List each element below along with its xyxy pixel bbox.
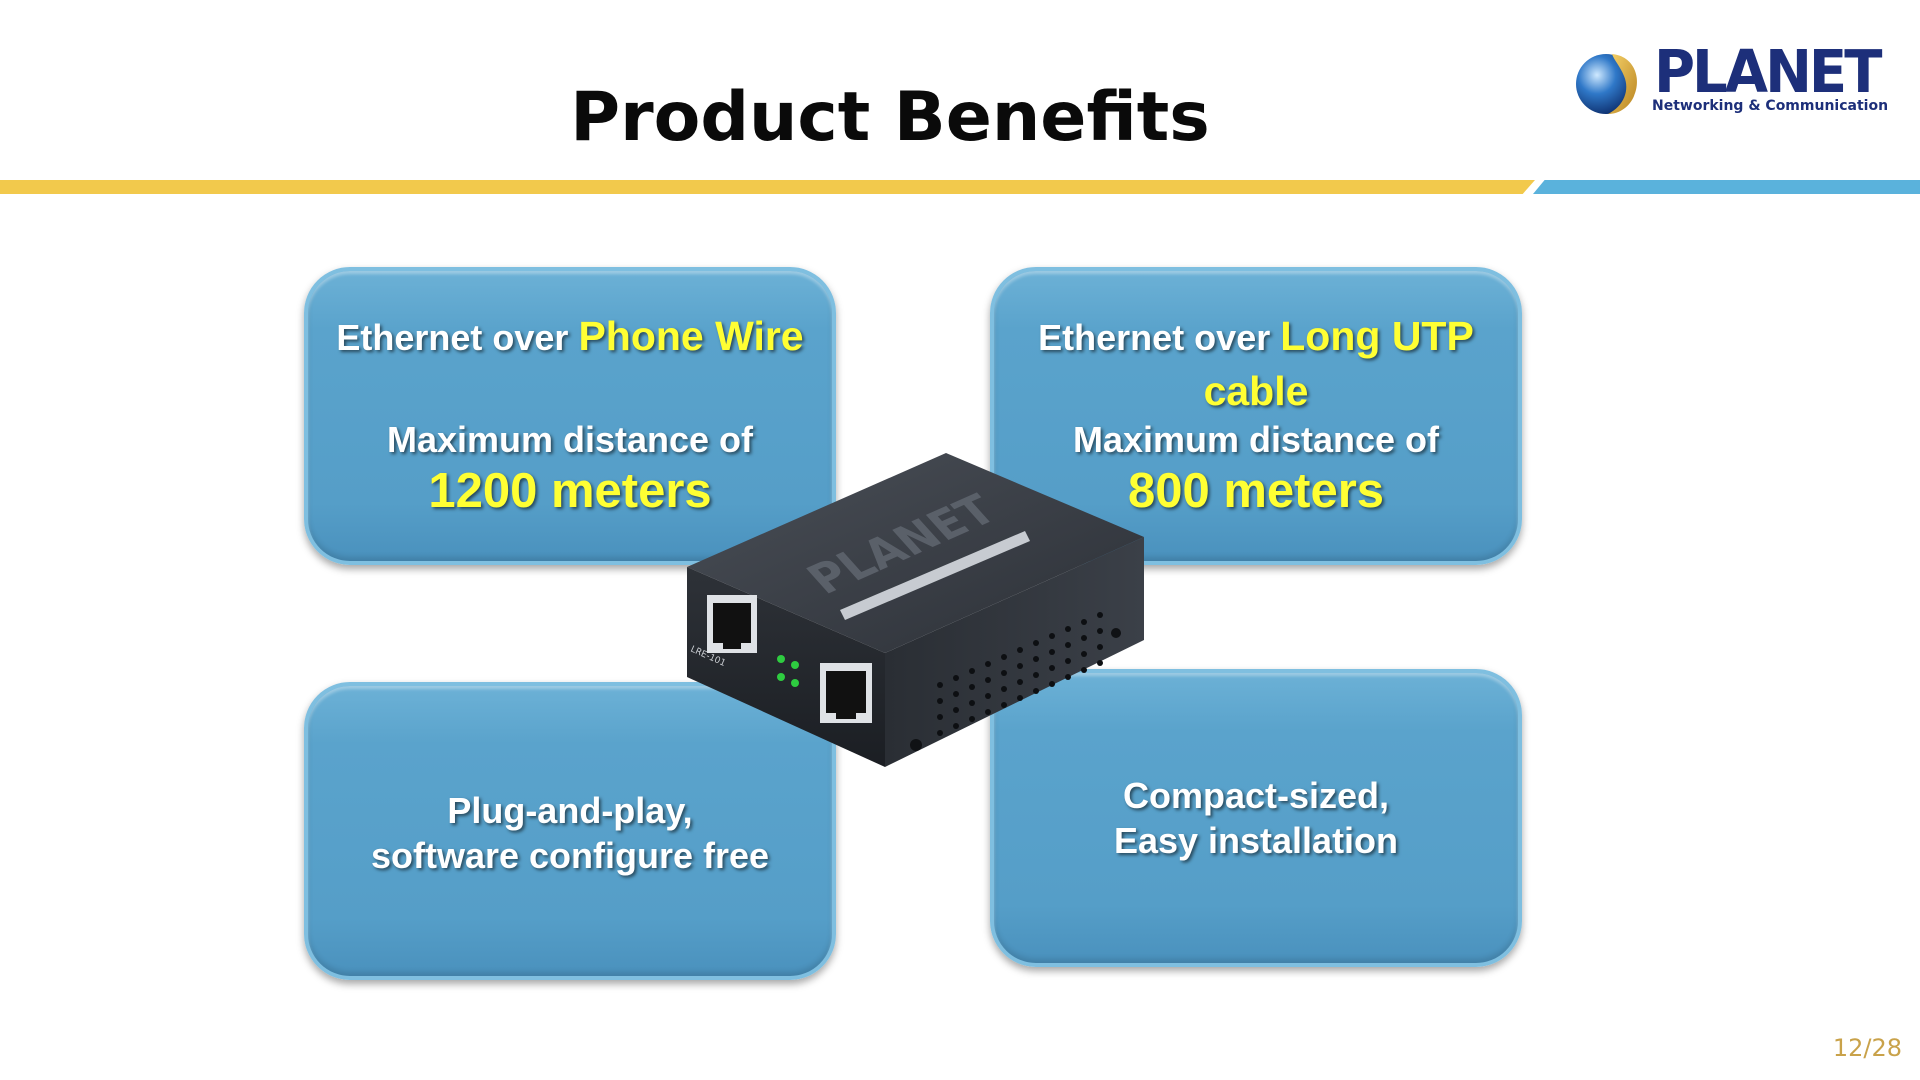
card-heading-highlight: Phone Wire bbox=[578, 313, 804, 359]
card-distance: 1200 meters bbox=[428, 464, 712, 518]
benefit-card-phone-wire: Ethernet over Phone Wire Maximum distanc… bbox=[304, 267, 836, 565]
benefit-card-plug-and-play: Plug-and-play, software configure free bbox=[304, 682, 836, 980]
card-heading: Ethernet over Phone Wire bbox=[308, 313, 832, 360]
benefit-card-compact: Compact-sized, Easy installation bbox=[990, 669, 1522, 967]
card-heading-prefix: Ethernet over bbox=[1038, 317, 1271, 358]
card-line-1: Compact-sized, bbox=[1122, 775, 1390, 816]
card-heading-prefix: Ethernet over bbox=[336, 317, 569, 358]
card-distance: 800 meters bbox=[1127, 464, 1385, 518]
card-subheading: Maximum distance of bbox=[386, 419, 754, 460]
logo-tagline: Networking & Communication bbox=[1652, 98, 1889, 114]
globe-icon bbox=[1576, 54, 1638, 114]
card-line-2: software configure free bbox=[370, 835, 770, 876]
logo-wordmark: PLANET bbox=[1654, 38, 1882, 107]
header-stripe-blue bbox=[1533, 180, 1920, 194]
planet-logo: PLANET Networking & Communication bbox=[1572, 38, 1888, 120]
rj45-port-icon bbox=[820, 663, 872, 723]
card-line-2: Easy installation bbox=[1113, 820, 1399, 861]
rj11-port-icon bbox=[707, 595, 757, 653]
card-line-1: Plug-and-play, bbox=[447, 790, 693, 831]
card-heading-highlight: Long UTP bbox=[1280, 313, 1474, 359]
card-subheading: Maximum distance of bbox=[1072, 419, 1440, 460]
led-indicator-icon bbox=[777, 655, 785, 663]
page-number: 12/28 bbox=[1832, 1034, 1902, 1062]
card-heading: Ethernet over Long UTP bbox=[994, 313, 1518, 360]
header-stripe-yellow bbox=[0, 180, 1535, 194]
vent-holes bbox=[937, 612, 1103, 736]
slide-title: Product Benefits bbox=[570, 78, 1210, 157]
ethernet-extender-device-image: PLANET LRE-101 bbox=[687, 453, 1144, 767]
card-heading-highlight-cont: cable bbox=[1203, 368, 1309, 414]
